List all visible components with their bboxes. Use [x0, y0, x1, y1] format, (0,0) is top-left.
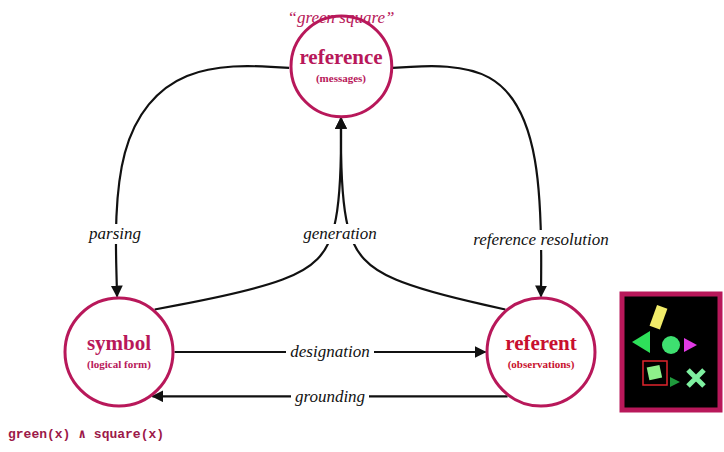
green-triangle — [632, 331, 650, 353]
small-green-triangle — [670, 377, 680, 387]
example-message: “green square” — [288, 8, 395, 28]
relation-arrow — [341, 118, 505, 310]
yellow-rect — [650, 305, 668, 329]
scene-frame — [622, 294, 720, 410]
concept-name: reference — [299, 46, 382, 68]
circle-shape — [65, 298, 173, 406]
relation-label: generation — [299, 224, 381, 244]
magenta-triangle — [684, 338, 697, 352]
concept-circle: reference (messages) — [289, 14, 394, 119]
green-square — [647, 365, 662, 380]
relation-arrow — [155, 118, 341, 310]
relation-label: designation — [286, 342, 373, 362]
concept-subtitle: (logical form) — [87, 357, 151, 371]
circle-shape — [487, 298, 595, 406]
green-circle — [662, 336, 680, 354]
concept-circle: symbol (logical form) — [63, 296, 175, 408]
target-box — [643, 361, 667, 385]
concept-name: symbol — [87, 332, 151, 354]
relation-label: grounding — [291, 387, 369, 407]
relation-label: reference resolution — [469, 230, 613, 250]
concept-name: referent — [505, 332, 577, 354]
concept-subtitle: (observations) — [508, 357, 575, 371]
circle-shape — [291, 16, 392, 117]
logical-form: green(x) ∧ square(x) — [8, 426, 164, 442]
concept-subtitle: (messages) — [316, 71, 366, 85]
relation-label: parsing — [85, 224, 145, 244]
concept-circle: referent (observations) — [485, 296, 597, 408]
relation-arrow — [393, 66, 541, 296]
relation-arrow — [116, 66, 289, 296]
green-cross — [688, 370, 704, 386]
